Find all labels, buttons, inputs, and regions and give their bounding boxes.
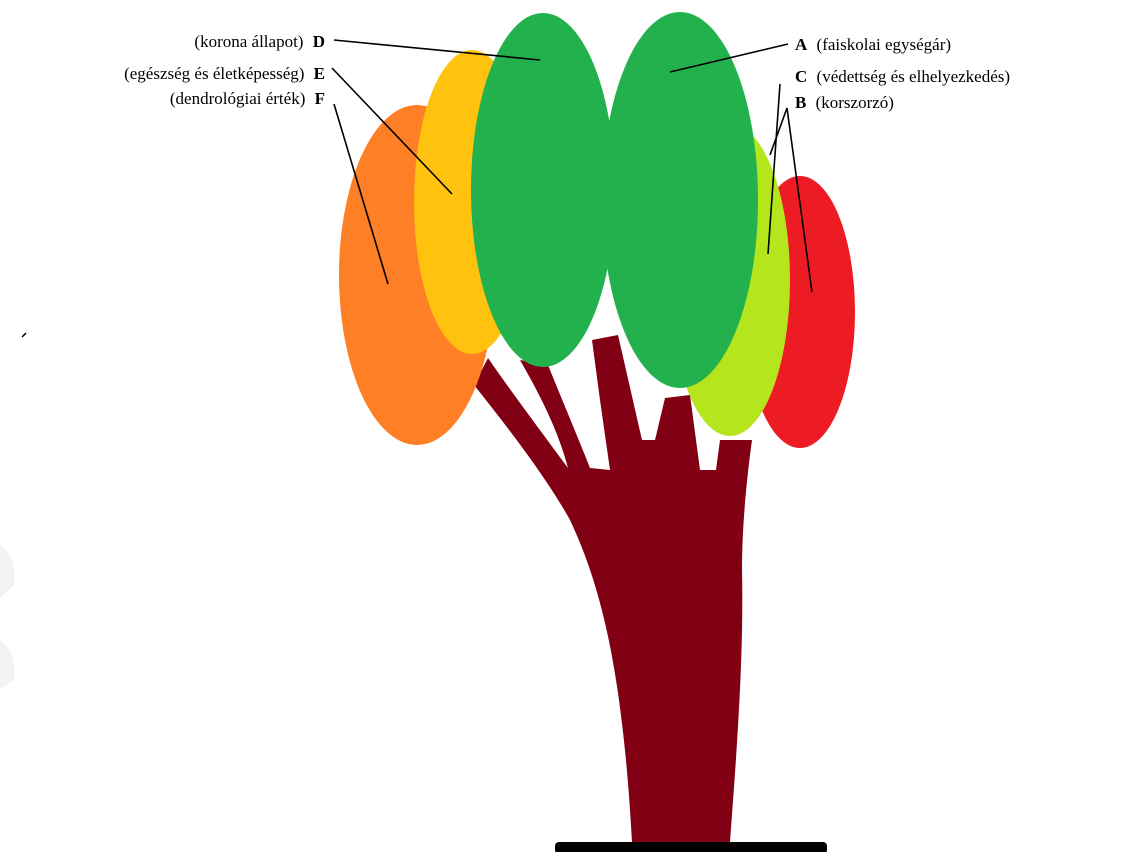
label-E: (egészség és életképesség) E — [124, 64, 325, 83]
edge-mark — [0, 640, 14, 690]
label-C-letter: C — [795, 67, 807, 86]
edge-mark — [0, 545, 14, 598]
label-B-letter: B — [795, 93, 806, 112]
label-E-letter: E — [314, 64, 325, 83]
label-D: (korona állapot) D — [194, 32, 325, 51]
label-B: B (korszorzó) — [795, 93, 894, 112]
base-bar — [555, 842, 827, 852]
crown-D-green — [471, 13, 615, 367]
label-A: A (faiskolai egységár) — [795, 35, 951, 54]
label-C: C (védettség és elhelyezkedés) — [795, 67, 1010, 86]
label-C-text: (védettség és elhelyezkedés) — [817, 67, 1011, 86]
label-B-text: (korszorzó) — [816, 93, 894, 112]
label-D-text: (korona állapot) — [194, 32, 303, 51]
crown-A-green — [602, 12, 758, 388]
label-A-letter: A — [795, 35, 808, 54]
stray-mark — [22, 333, 26, 337]
label-D-letter: D — [313, 32, 325, 51]
label-F-text: (dendrológiai érték) — [170, 89, 305, 108]
label-F-letter: F — [315, 89, 325, 108]
label-A-text: (faiskolai egységár) — [817, 35, 952, 54]
label-F: (dendrológiai érték) F — [170, 89, 325, 108]
label-E-text: (egészség és életképesség) — [124, 64, 304, 83]
